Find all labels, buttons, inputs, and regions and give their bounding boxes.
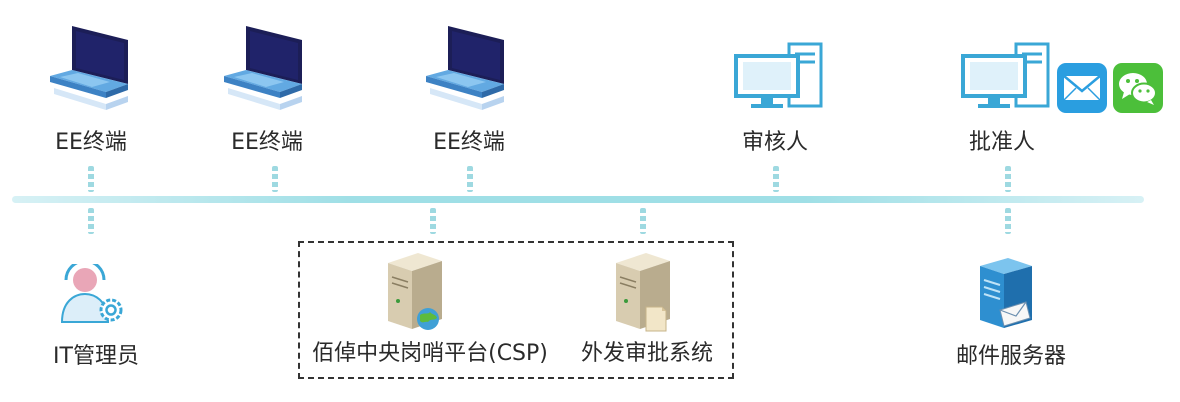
approval-system-label: 外发审批系统	[580, 341, 714, 366]
server-icon	[384, 249, 446, 333]
ee-terminal-label: EE终端	[55, 130, 127, 155]
connector-line	[430, 208, 436, 234]
mail-icon	[1056, 62, 1108, 114]
connector-line	[467, 166, 473, 192]
desktop-computer-icon	[733, 42, 825, 112]
laptop-icon	[222, 22, 308, 116]
ee-terminal-label: EE终端	[231, 130, 303, 155]
server-icon	[612, 249, 674, 333]
approver-label: 批准人	[968, 130, 1036, 155]
connector-line	[88, 166, 94, 192]
it-admin-label: IT管理员	[53, 344, 139, 369]
admin-user-gear-icon	[58, 264, 128, 326]
laptop-icon	[48, 22, 134, 116]
reviewer-label: 审核人	[741, 130, 809, 155]
desktop-computer-icon	[960, 42, 1052, 112]
connector-line	[1005, 208, 1011, 234]
connector-line	[88, 208, 94, 234]
mail-server-label: 邮件服务器	[955, 344, 1067, 369]
connector-line	[1005, 166, 1011, 192]
connector-line	[272, 166, 278, 192]
ee-terminal-label: EE终端	[433, 130, 505, 155]
mail-server-icon	[974, 254, 1038, 330]
laptop-icon	[424, 22, 510, 116]
connector-line	[640, 208, 646, 234]
connector-line	[773, 166, 779, 192]
wechat-icon	[1112, 62, 1164, 114]
csp-platform-label: 佰倬中央岗哨平台(CSP)	[312, 341, 548, 366]
platform-group-box	[298, 241, 734, 379]
network-bus-line	[12, 196, 1144, 203]
